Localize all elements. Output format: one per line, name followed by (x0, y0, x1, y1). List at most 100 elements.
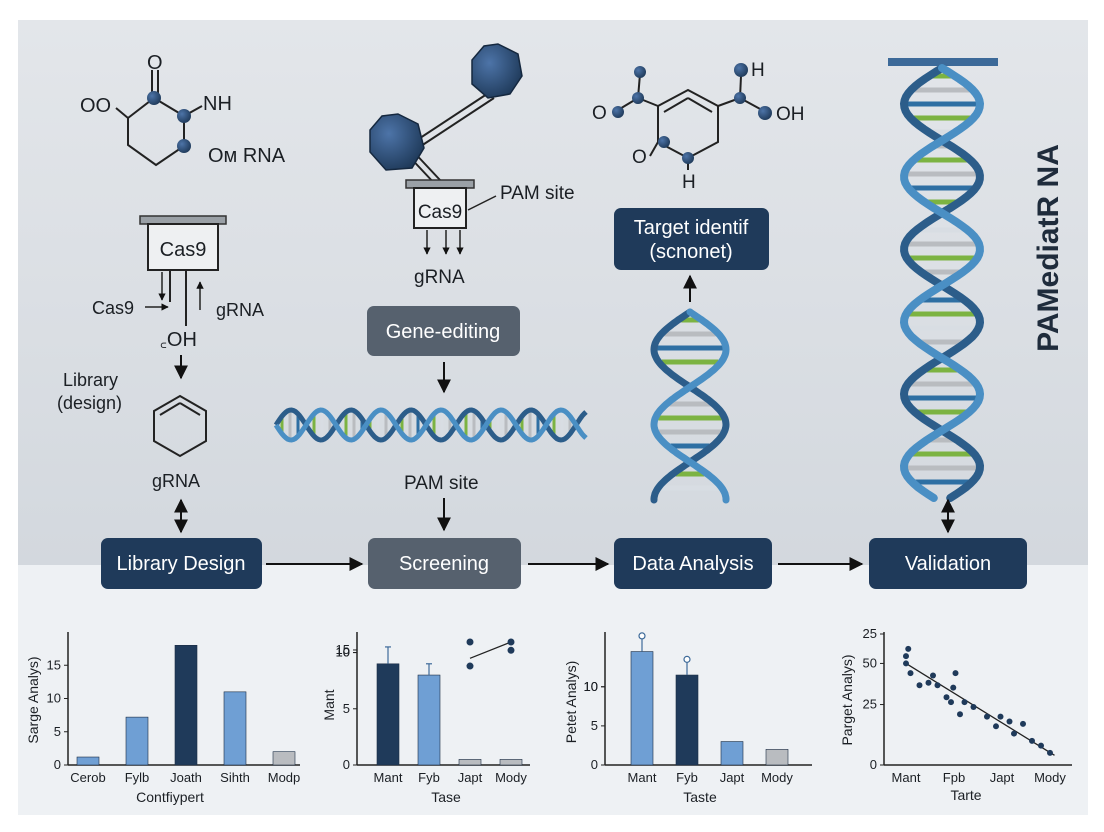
x-tick-label: Cerob (70, 770, 105, 785)
data-point (1038, 742, 1044, 749)
data-point (948, 699, 954, 706)
chart2-xlabel: Tase (431, 789, 461, 805)
step-label: Library Design (117, 553, 246, 575)
atom-node (612, 106, 624, 118)
pam-site-bottom-label: PAM site (404, 473, 479, 494)
x-tick-label: Fyb (676, 770, 698, 785)
gene-editing-label: Gene-editing (386, 321, 501, 343)
atom-node (682, 152, 694, 164)
data-point (984, 713, 990, 720)
y-tick-label: 15 (47, 657, 61, 672)
bar (174, 644, 198, 766)
chart3-xlabel: Taste (683, 789, 717, 805)
chart1-ylabel: Sarge Analys) (25, 656, 41, 743)
molecule-h-bottom: H (682, 172, 696, 193)
error-cap (638, 632, 646, 640)
data-point (1006, 718, 1013, 725)
data-point (903, 660, 909, 667)
molecule-oh: OH (776, 104, 805, 125)
data-point (930, 672, 936, 679)
cas9-arrow-label: Cas9 (92, 298, 134, 318)
bar (720, 741, 744, 766)
dna-strand (650, 308, 730, 504)
molecule-oo: OO (80, 95, 111, 117)
x-tick-label: Japt (458, 770, 483, 785)
vertical-title: PAMediatR NA (1032, 144, 1065, 352)
trend-line (469, 641, 512, 659)
x-tick-label: Fylb (125, 770, 150, 785)
data-point (957, 711, 963, 718)
step-screening[interactable]: Screening (368, 538, 521, 589)
oh-label: ꜀OH (160, 329, 197, 351)
atom-node (658, 136, 670, 148)
helix-top-bar (888, 58, 998, 66)
y-tick-label: 5 (54, 724, 61, 739)
chart1-xlabel: Contfiypert (136, 789, 204, 805)
step-data-analysis[interactable]: Data Analysis (614, 538, 772, 589)
bar (125, 716, 149, 766)
data-point (1020, 720, 1026, 727)
library-label-line2: (design) (57, 393, 122, 413)
bar (630, 651, 654, 766)
step-label: Data Analysis (632, 553, 753, 575)
target-identif-line1: Target identif (634, 217, 749, 239)
y-tick-label: 10 (584, 679, 598, 694)
data-point (507, 638, 515, 646)
bar (272, 751, 296, 766)
molecule-h-top: H (751, 60, 765, 81)
x-tick-label: Mant (628, 770, 657, 785)
x-tick-label: Japt (990, 770, 1015, 785)
step-label: Validation (905, 553, 991, 575)
dna-strand (273, 407, 588, 443)
y-tick-label: 5 (591, 718, 598, 733)
x-tick-label: Joath (170, 770, 202, 785)
bar (223, 691, 247, 766)
step-library-design[interactable]: Library Design (101, 538, 262, 589)
bar (499, 759, 523, 766)
molecule-nh: NH (203, 93, 232, 115)
step-validation[interactable]: Validation (869, 538, 1027, 589)
atom-node (177, 139, 191, 153)
data-point (905, 645, 912, 652)
y-tick-label: 10 (336, 645, 350, 660)
gene-editing-box (367, 306, 520, 356)
y-tick-label: 0 (54, 757, 61, 772)
x-tick-label: Modp (268, 770, 301, 785)
bar (76, 756, 100, 766)
cas9-box-label: Cas9 (418, 202, 462, 223)
bar (765, 749, 789, 766)
cas9-unit-left: Cas9 (139, 215, 227, 326)
data-point (997, 713, 1004, 720)
data-point (903, 653, 909, 660)
y-tick-label: 0 (870, 757, 877, 772)
molecule-rna-label: Oᴍ RNA (208, 145, 286, 167)
dna-strand (650, 308, 730, 504)
cas9-unit-center: Cas9 (405, 179, 497, 255)
atom-node (147, 91, 161, 105)
bar (376, 663, 400, 766)
data-point (1047, 749, 1053, 756)
x-tick-label: Japt (720, 770, 745, 785)
dna-strand (273, 407, 588, 443)
x-tick-label: Mody (495, 770, 527, 785)
y-tick-label: 0 (343, 757, 350, 772)
target-identif-box (614, 208, 769, 270)
molecule-o-left: O (592, 103, 607, 124)
x-tick-label: Mody (761, 770, 793, 785)
x-tick-label: Fyb (418, 770, 440, 785)
atom-node (177, 109, 191, 123)
y-tick-label: 10 (336, 645, 350, 660)
data-point (961, 699, 968, 706)
atom-node (734, 63, 748, 77)
data-point (466, 662, 474, 670)
data-point (916, 682, 923, 689)
chart4-xlabel: Tarte (950, 787, 981, 803)
data-point (925, 679, 932, 686)
x-tick-label: Sihth (220, 770, 250, 785)
